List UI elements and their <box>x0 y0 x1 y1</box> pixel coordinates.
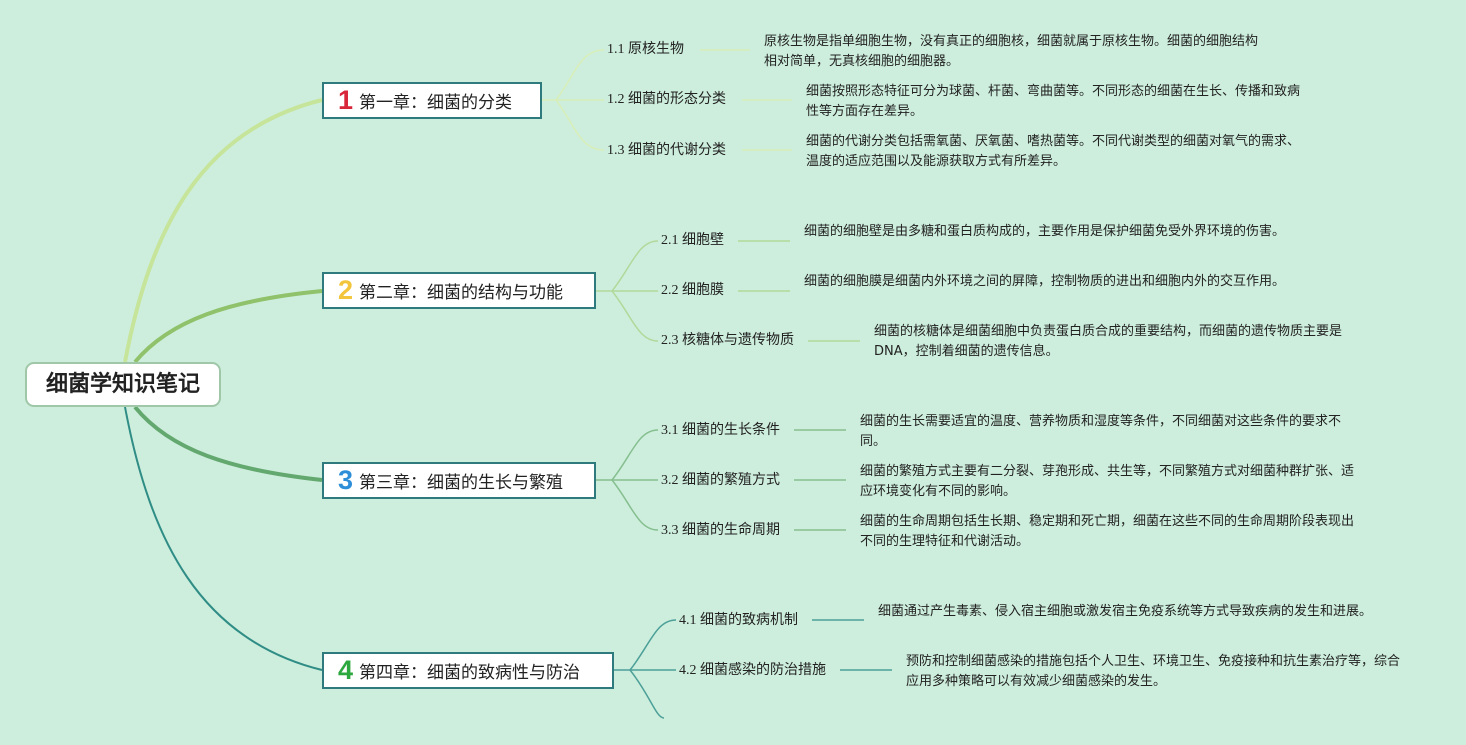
branch-connector-2 <box>133 289 323 364</box>
chapter-3-number: 3 <box>338 465 354 495</box>
chapter-1-number: 1 <box>338 85 354 115</box>
chapter-2-title: 第二章：细菌的结构与功能 <box>359 283 564 303</box>
topic-1-2-text: 细菌按照形态特征可分为球菌、杆菌、弯曲菌等。不同形态的细菌在生长、传播和致病性等… <box>806 84 1301 119</box>
topic-1-1-connector <box>555 49 605 101</box>
chapter-3-node[interactable]: 3 第三章：细菌的生长与繁殖 <box>322 462 596 499</box>
topic-4-1-connector <box>629 619 677 671</box>
topic-4-1-text: 细菌通过产生毒素、侵入宿主细胞或激发宿主免疫系统等方式导致疾病的发生和进展。 <box>878 604 1373 619</box>
root-topic[interactable]: 细菌学知识笔记 <box>25 362 221 407</box>
topic-2-2-label[interactable]: 2.2 细胞膜 <box>661 283 724 298</box>
topic-1-1-label[interactable]: 1.1 原核生物 <box>607 42 684 57</box>
topic-4-2-text: 预防和控制细菌感染的措施包括个人卫生、环境卫生、免疫接种和抗生素治疗等，综合应用… <box>906 654 1401 689</box>
topic-4-extra-connector <box>629 669 665 719</box>
topic-3-3-text: 细菌的生命周期包括生长期、稳定期和死亡期，细菌在这些不同的生命周期阶段表现出不同… <box>860 514 1355 549</box>
topic-1-3-text: 细菌的代谢分类包括需氧菌、厌氧菌、嗜热菌等。不同代谢类型的细菌对氧气的需求、温度… <box>806 134 1301 169</box>
topic-4-2-label[interactable]: 4.2 细菌感染的防治措施 <box>679 663 826 678</box>
chapter-2-node[interactable]: 2 第二章：细菌的结构与功能 <box>322 272 596 309</box>
topic-2-3-label[interactable]: 2.3 核糖体与遗传物质 <box>661 333 794 348</box>
topic-4-1-label[interactable]: 4.1 细菌的致病机制 <box>679 613 798 628</box>
chapter-4-number: 4 <box>338 655 354 685</box>
topic-3-1-label[interactable]: 3.1 细菌的生长条件 <box>661 423 780 438</box>
topic-3-1-text: 细菌的生长需要适宜的温度、营养物质和湿度等条件，不同细菌对这些条件的要求不同。 <box>860 414 1342 449</box>
topic-2-3-connector <box>611 290 659 342</box>
branch-connector-1 <box>123 98 323 363</box>
topic-1-3-connector <box>555 99 605 151</box>
chapter-1-node[interactable]: 1 第一章：细菌的分类 <box>322 82 542 119</box>
topic-3-3-label[interactable]: 3.3 细菌的生命周期 <box>661 523 780 538</box>
topic-2-1-text: 细菌的细胞壁是由多糖和蛋白质构成的，主要作用是保护细菌免受外界环境的伤害。 <box>804 224 1286 239</box>
topic-2-2-text: 细菌的细胞膜是细菌内外环境之间的屏障，控制物质的进出和细胞内外的交互作用。 <box>804 274 1286 289</box>
chapter-1-title: 第一章：细菌的分类 <box>359 93 513 113</box>
topic-1-2-label[interactable]: 1.2 细菌的形态分类 <box>607 92 726 107</box>
branch-connector-3 <box>133 405 323 482</box>
topic-2-1-connector <box>611 240 659 292</box>
chapter-2-number: 2 <box>338 275 354 305</box>
topic-3-3-connector <box>611 479 659 531</box>
topic-3-2-label[interactable]: 3.2 细菌的繁殖方式 <box>661 473 780 488</box>
topic-3-1-connector <box>611 429 659 481</box>
chapter-4-title: 第四章：细菌的致病性与防治 <box>359 663 581 683</box>
topic-3-2-text: 细菌的繁殖方式主要有二分裂、芽孢形成、共生等，不同繁殖方式对细菌种群扩张、适应环… <box>860 464 1355 499</box>
topic-1-1-text: 原核生物是指单细胞生物，没有真正的细胞核，细菌就属于原核生物。细菌的细胞结构相对… <box>764 34 1259 69</box>
topic-1-3-label[interactable]: 1.3 细菌的代谢分类 <box>607 143 726 158</box>
branch-connector-4 <box>124 406 323 671</box>
chapter-4-node[interactable]: 4 第四章：细菌的致病性与防治 <box>322 652 614 689</box>
topic-2-3-text: 细菌的核糖体是细菌细胞中负责蛋白质合成的重要结构，而细菌的遗传物质主要是DNA，… <box>874 324 1343 359</box>
chapter-3-title: 第三章：细菌的生长与繁殖 <box>359 473 564 493</box>
topic-2-1-label[interactable]: 2.1 细胞壁 <box>661 233 724 248</box>
